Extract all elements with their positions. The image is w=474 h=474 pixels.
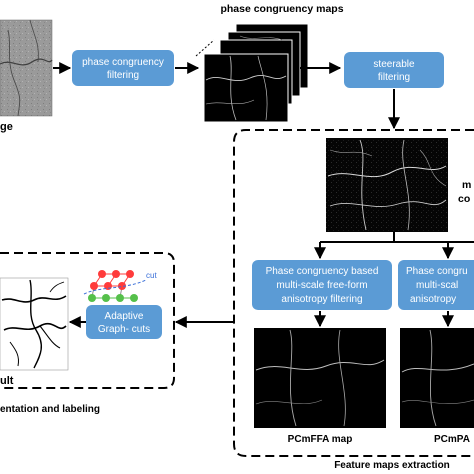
adaptive-graph-cuts-line1: Adaptive — [105, 311, 144, 322]
adaptive-graph-cuts-box: Adaptive Graph- cuts — [86, 305, 162, 339]
pcmpa-map-caption: PCmPA — [434, 434, 470, 445]
graph-node-red — [90, 282, 98, 290]
adaptive-graph-cuts-line2: Graph- cuts — [98, 324, 150, 335]
steerable-line2: filtering — [378, 72, 410, 83]
phase-congruency-maps-title: phase congruency maps — [220, 3, 343, 15]
pc-free-form-line2: multi-scale free-form — [276, 280, 367, 291]
pc-right-line2: multi-scal — [416, 280, 458, 291]
pc-free-form-anisotropy-box: Phase congruency based multi-scale free-… — [252, 260, 392, 310]
input-image-caption: ge — [0, 121, 13, 133]
maps-label-line2: co — [458, 193, 470, 205]
pc-right-anisotropy-box: Phase congru multi-scal anisotropy — [398, 260, 474, 310]
graph-node-green — [102, 294, 110, 302]
maps-label-line1: m — [462, 179, 471, 191]
pc-filtering-line2: filtering — [107, 70, 139, 81]
result-caption: ult — [0, 375, 14, 387]
graph-node-green — [88, 294, 96, 302]
pcmffa-map-image — [254, 328, 386, 428]
segmentation-labeling-region — [0, 252, 175, 389]
graph-node-red — [118, 282, 126, 290]
steerable-line1: steerable — [373, 59, 415, 70]
segmentation-labeling-label: entation and labeling — [0, 404, 100, 415]
graph-node-green — [130, 294, 138, 302]
pc-right-line3: anisotropy — [410, 294, 456, 305]
cut-label: cut — [146, 271, 157, 280]
graph-node-green — [116, 294, 124, 302]
cut-line — [83, 279, 147, 295]
phase-congruency-map-stack — [195, 23, 309, 123]
pc-free-form-line3: anisotropy filtering — [281, 294, 362, 305]
pcmpa-map-image — [400, 328, 474, 428]
graph-node-red — [98, 270, 106, 278]
pc-free-form-line1: Phase congruency based — [266, 266, 379, 277]
pc-filtering-line1: phase congruency — [82, 57, 164, 68]
result-image — [0, 277, 69, 371]
feature-maps-extraction-region — [233, 129, 474, 457]
phase-congruency-filtering-box: phase congruency filtering — [72, 50, 174, 86]
input-image — [0, 19, 53, 117]
graph-node-red — [126, 270, 134, 278]
steerable-filtering-box: steerable filtering — [344, 52, 444, 88]
feature-maps-extraction-label: Feature maps extraction — [334, 460, 450, 471]
combined-orientation-map — [326, 138, 448, 232]
graph-cut-illustration: cut — [83, 270, 157, 302]
pcmffa-map-caption: PCmFFA map — [288, 434, 353, 445]
graph-node-red — [112, 270, 120, 278]
pc-right-line1: Phase congru — [406, 266, 468, 277]
